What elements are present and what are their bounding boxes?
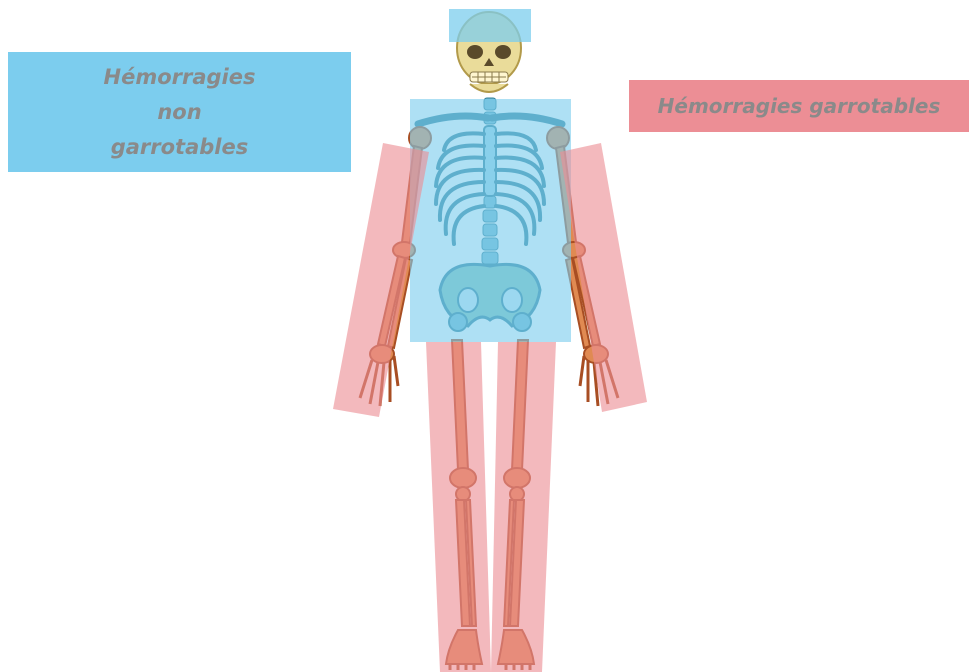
zones xyxy=(333,9,647,672)
zone-head xyxy=(449,9,531,42)
zone-right-leg xyxy=(426,342,491,672)
zone-left-leg xyxy=(491,342,556,672)
zone-trunk xyxy=(410,99,571,342)
